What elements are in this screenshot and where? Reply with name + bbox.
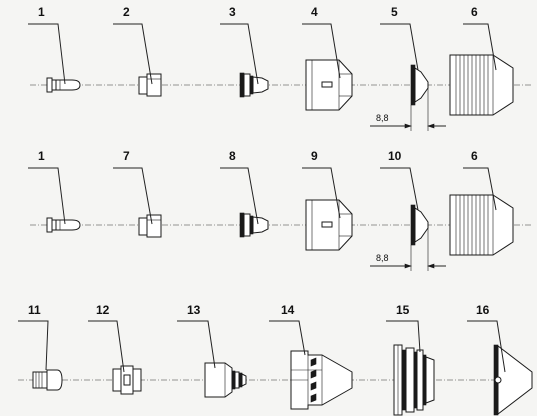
part-label: 6	[471, 5, 478, 19]
leader-line	[113, 23, 153, 85]
electrode-icon	[32, 369, 63, 391]
leader-line	[463, 167, 497, 211]
part-label: 14	[281, 303, 295, 317]
part-label: 7	[123, 149, 130, 163]
leader-line	[28, 23, 66, 85]
leader-line	[380, 167, 419, 211]
leader-line	[386, 320, 421, 353]
leader-line	[269, 320, 306, 356]
part-label: 3	[229, 5, 236, 19]
part-label: 4	[311, 5, 318, 19]
leader-line	[28, 167, 66, 225]
leader-line	[220, 23, 259, 85]
part-label: 2	[123, 5, 130, 19]
deflector-icon	[493, 344, 533, 416]
shield-icon	[410, 204, 429, 246]
inner-cap-icon	[393, 344, 435, 416]
leader-line	[302, 167, 341, 219]
nozzle-icon	[239, 212, 269, 238]
nozzle-icon	[204, 362, 247, 398]
leader-line	[88, 320, 125, 373]
part-label: 1	[38, 149, 45, 163]
leader-line	[467, 320, 506, 373]
part-label: 11	[28, 303, 41, 317]
retaining-cap-icon	[305, 199, 353, 251]
nozzle-icon	[239, 72, 269, 98]
dimension-8-8: 8,8	[370, 228, 446, 271]
outer-cap-icon	[449, 54, 514, 116]
leader-line	[463, 23, 497, 71]
dimension-label: 8,8	[376, 253, 389, 263]
swirl-ring-icon	[112, 365, 142, 395]
dimension-label: 8,8	[376, 113, 389, 123]
swirl-ring-icon	[138, 214, 162, 238]
part-label: 15	[396, 303, 410, 317]
row-3: 11 12 13	[18, 303, 533, 416]
retaining-cap-icon	[305, 59, 353, 111]
dimension-8-8: 8,8	[370, 88, 446, 131]
leader-line	[220, 167, 259, 225]
electrode-icon	[46, 217, 81, 233]
shield-icon	[410, 64, 429, 106]
leader-line	[113, 167, 153, 225]
part-label: 12	[96, 303, 110, 317]
part-label: 5	[391, 5, 398, 19]
retaining-cap-icon	[290, 350, 353, 410]
swirl-ring-icon	[138, 73, 162, 97]
leader-line	[380, 23, 419, 71]
outer-cap-icon	[449, 194, 514, 256]
part-label: 6	[471, 149, 478, 163]
part-label: 9	[311, 149, 318, 163]
part-label: 1	[38, 5, 45, 19]
leader-line	[302, 23, 341, 79]
leader-line	[177, 320, 216, 369]
part-label: 16	[476, 303, 490, 317]
part-label: 13	[187, 303, 201, 317]
electrode-icon	[46, 77, 81, 93]
row-2: 1 7 8 9	[28, 149, 532, 271]
part-label: 8	[229, 149, 236, 163]
part-label: 10	[388, 149, 402, 163]
row-1: 1 2 3 4	[28, 5, 532, 131]
leader-line	[18, 320, 49, 371]
